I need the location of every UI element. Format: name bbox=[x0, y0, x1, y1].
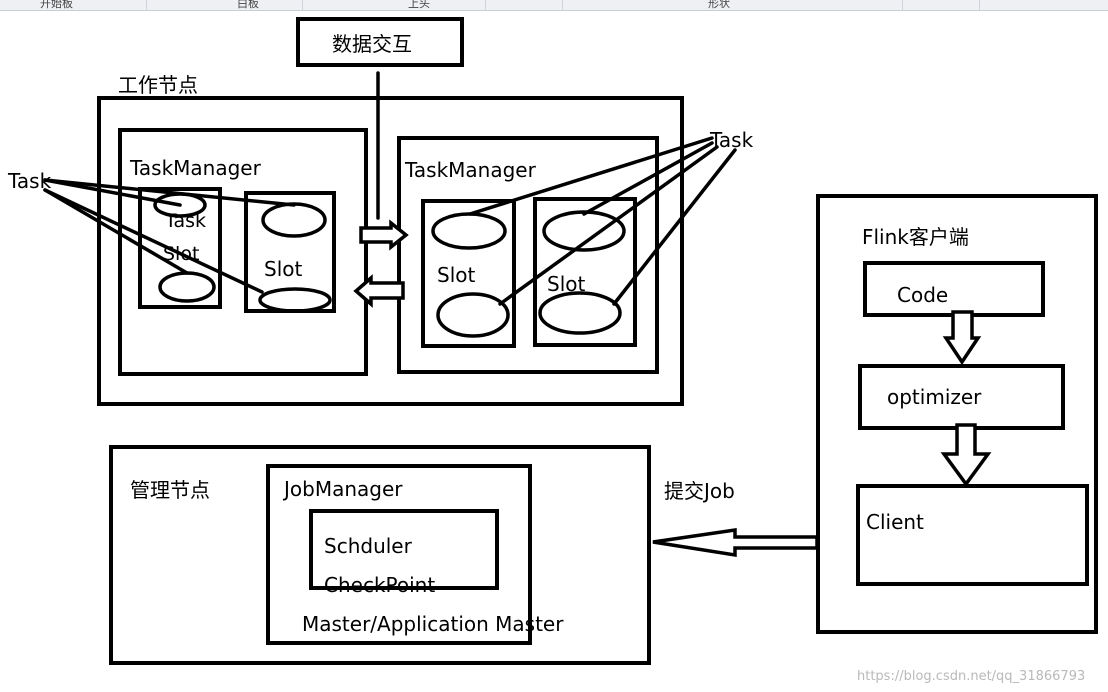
down-arrow bbox=[942, 310, 982, 366]
toolbar-tab-label: 开始板 bbox=[40, 0, 73, 10]
task-link-line bbox=[43, 178, 182, 207]
toolbar-tab[interactable]: 白板 bbox=[147, 0, 303, 10]
down-arrow bbox=[940, 423, 992, 487]
left-slot-slot-label: Slot bbox=[163, 243, 199, 265]
task-ellipse bbox=[258, 287, 332, 313]
code-label: Code bbox=[897, 283, 948, 307]
toolbar-tab-label: 形状 bbox=[708, 0, 730, 10]
left-slot-task-label: Task bbox=[164, 210, 206, 232]
client-label: Client bbox=[866, 510, 924, 534]
toolbar-tab[interactable] bbox=[486, 0, 563, 10]
jobmanager-label: JobManager bbox=[282, 477, 403, 501]
scheduler-box bbox=[309, 509, 499, 590]
task-ellipse bbox=[261, 202, 327, 238]
left-arrow bbox=[353, 274, 405, 308]
task-label-right: Task bbox=[709, 128, 754, 152]
left-slot1-box bbox=[138, 187, 222, 309]
right-slot1-box bbox=[421, 199, 516, 348]
taskmanager-left-label: TaskManager bbox=[129, 156, 262, 180]
task-link-line bbox=[612, 148, 737, 306]
task-link-line bbox=[43, 178, 296, 207]
code-box bbox=[863, 261, 1045, 317]
toolbar-tab[interactable]: 开始板 bbox=[0, 0, 147, 10]
submit-job-arrow bbox=[652, 527, 819, 558]
toolbar-tab[interactable]: 形状 bbox=[563, 0, 903, 10]
toolbar-tab-label: 白板 bbox=[237, 0, 259, 10]
task-link-line bbox=[498, 145, 719, 306]
task-ellipse bbox=[538, 291, 622, 335]
submit-job-label: 提交Job bbox=[664, 479, 735, 503]
toolbar-tab[interactable] bbox=[903, 0, 980, 10]
task-ellipse bbox=[431, 212, 507, 250]
right-slot2-box bbox=[533, 197, 637, 347]
right-arrow bbox=[359, 219, 409, 251]
taskmanager-right-label: TaskManager bbox=[404, 158, 537, 182]
work-node-box bbox=[97, 96, 684, 406]
top-toolbar-strip: 开始板 白板 上头 形状 bbox=[0, 0, 1108, 11]
task-link-line bbox=[468, 136, 714, 216]
toolbar-tab[interactable]: 上头 bbox=[303, 0, 486, 10]
management-node-label: 管理节点 bbox=[130, 478, 210, 502]
task-ellipse bbox=[158, 271, 216, 303]
data-exchange-label: 数据交互 bbox=[332, 32, 412, 56]
data-exchange-box bbox=[296, 17, 464, 67]
task-link-line bbox=[582, 141, 714, 216]
work-node-label: 工作节点 bbox=[118, 73, 198, 97]
taskmanager-left-box bbox=[118, 128, 368, 376]
left-slot2-label: Slot bbox=[264, 257, 302, 281]
checkpoint-label: CheckPoint bbox=[324, 573, 435, 597]
task-label-left: Task bbox=[7, 169, 52, 193]
right-slot1-label: Slot bbox=[437, 263, 475, 287]
flink-client-box bbox=[816, 194, 1098, 634]
master-label: Master/Application Master bbox=[302, 612, 564, 636]
task-ellipse bbox=[436, 292, 510, 338]
right-slot2-label: Slot bbox=[547, 272, 585, 296]
client-box bbox=[856, 484, 1089, 586]
optimizer-label: optimizer bbox=[887, 385, 982, 409]
task-link-line bbox=[43, 188, 189, 275]
task-link-line bbox=[43, 188, 264, 294]
taskmanager-right-box bbox=[397, 136, 659, 374]
flink-client-label: Flink客户端 bbox=[862, 225, 969, 249]
watermark-text: https://blog.csdn.net/qq_31866793 bbox=[857, 669, 1085, 684]
toolbar-tab-label: 上头 bbox=[408, 0, 430, 10]
jobmanager-box bbox=[266, 464, 532, 645]
scheduler-label: Schduler bbox=[324, 534, 413, 558]
management-node-box bbox=[109, 445, 651, 665]
